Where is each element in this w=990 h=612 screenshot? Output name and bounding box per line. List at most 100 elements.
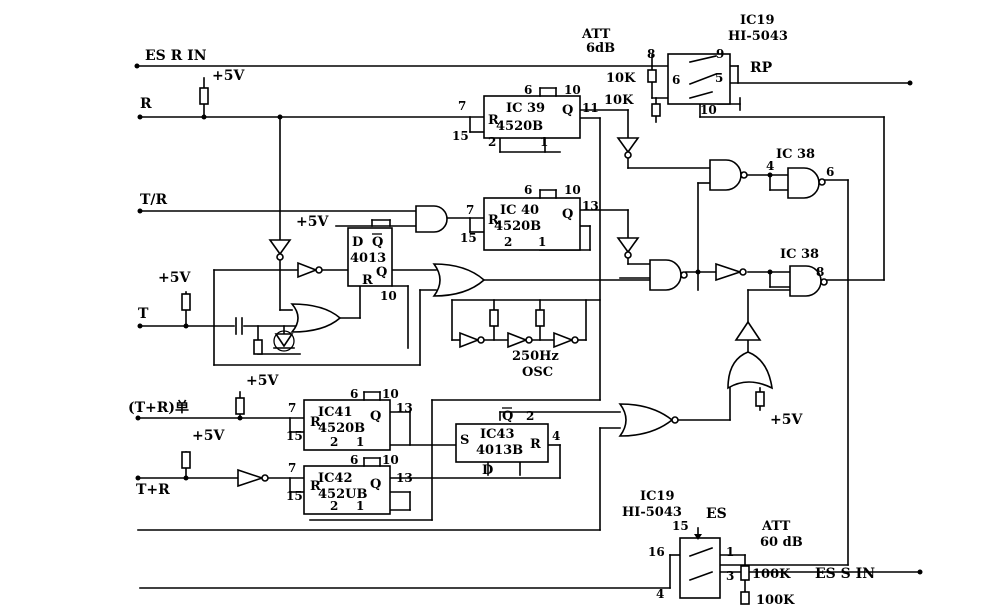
ic39-r: R	[488, 113, 499, 128]
r10k-b: 10K	[604, 93, 634, 108]
junction-dots	[134, 63, 923, 575]
ic40-pin-2: 2	[504, 235, 512, 249]
ic40-r: R	[488, 213, 499, 228]
ic38-pin-8: 8	[816, 265, 824, 279]
pin-9: 9	[716, 47, 724, 61]
label-vcc-4: +5V	[246, 373, 279, 389]
ic42-r: R	[310, 479, 321, 494]
chip-labels: IC19 HI-5043 IC19 HI-5043 IC 39 4520B IC…	[318, 13, 819, 520]
ic39-pin-11: 11	[582, 101, 599, 115]
label-vcc-1: +5V	[212, 68, 245, 84]
component-values: ATT 6dB ATT 60 dB 10K 10K 100K 100K 250H…	[512, 27, 803, 608]
bot-pin-1: 1	[726, 545, 734, 559]
ic43-pin-2: 2	[526, 409, 534, 423]
ic41-pin-13: 13	[396, 401, 413, 415]
chip-boxes	[303, 53, 731, 599]
ff-r: R	[362, 273, 373, 288]
ff-d: D	[352, 235, 363, 250]
label-vcc-5: +5V	[192, 428, 225, 444]
ic39-q: Q	[562, 103, 573, 118]
ic19-top-part: HI-5043	[728, 29, 788, 44]
ic39-pin-1: 1	[540, 135, 548, 149]
osc-name: OSC	[522, 365, 553, 380]
ic41-name: IC41	[318, 405, 353, 420]
bot-pin-4: 4	[656, 587, 664, 601]
ic40-pin-13: 13	[582, 199, 599, 213]
ic38-a-label: IC 38	[776, 147, 815, 162]
label-vcc-6: +5V	[770, 412, 803, 428]
osc-frequency: 250Hz	[512, 349, 559, 364]
att-top-label: ATT	[581, 27, 611, 42]
ic42-name: IC42	[318, 471, 353, 486]
pin-5: 5	[715, 71, 723, 85]
label-es-r-in: ES R IN	[145, 48, 207, 64]
ic39-pin-15: 15	[452, 129, 469, 143]
r100k-a: 100K	[752, 567, 791, 582]
ic41-pin-7: 7	[288, 401, 296, 415]
ic19-top-name: IC19	[740, 13, 775, 28]
ic40-name: IC 40	[500, 203, 539, 218]
ic40-pin-15: 15	[460, 231, 477, 245]
bot-pin-16: 16	[648, 545, 665, 559]
ic39-pin-10: 10	[564, 83, 581, 97]
ic39-pin-6: 6	[524, 83, 532, 97]
ic19-bot-name: IC19	[640, 489, 675, 504]
ic42-pin-7: 7	[288, 461, 296, 475]
ic43-name: IC43	[480, 427, 515, 442]
power-labels: +5V +5V +5V +5V +5V +5V	[158, 68, 803, 444]
label-t-r: T/R	[140, 192, 168, 208]
ic39-pin-2: 2	[488, 135, 496, 149]
ic42-pin-10: 10	[382, 453, 399, 467]
ic43-part: 4013B	[476, 443, 523, 458]
ic41-pin-1: 1	[356, 435, 364, 449]
ic42-pin-13: 13	[396, 471, 413, 485]
ff-qbar: Q	[372, 235, 383, 250]
ff-pin-10: 10	[380, 289, 397, 303]
ic41-pin-15: 15	[286, 429, 303, 443]
ic42-pin-6: 6	[350, 453, 358, 467]
ic40-pin-7: 7	[466, 203, 474, 217]
ic43-r: R	[530, 437, 541, 452]
r100k-b: 100K	[756, 593, 795, 608]
ic43-d: D	[482, 463, 493, 478]
ic42-q: Q	[370, 477, 381, 492]
ic40-part: 4520B	[494, 219, 541, 234]
ic42-part: 452UB	[318, 487, 367, 502]
ic38-b-label: IC 38	[780, 247, 819, 262]
ff-q: Q	[376, 265, 387, 280]
ic41-r: R	[310, 415, 321, 430]
label-r: R	[140, 96, 152, 112]
ic40-pin-10: 10	[564, 183, 581, 197]
ic41-q: Q	[370, 409, 381, 424]
label-vcc-3: +5V	[158, 270, 191, 286]
label-t: T	[138, 306, 149, 322]
ic38-pin-6: 6	[826, 165, 834, 179]
pin-6: 6	[672, 73, 680, 87]
ic40-pin-1: 1	[538, 235, 546, 249]
label-t-plus-r: T+R	[136, 482, 170, 498]
ic41-pin-2: 2	[330, 435, 338, 449]
ic39-name: IC 39	[506, 101, 545, 116]
label-t-plus-r-single: (T+R)单	[128, 399, 189, 416]
ic40-pin-6: 6	[524, 183, 532, 197]
ic42-pin-15: 15	[286, 489, 303, 503]
ic41-pin-6: 6	[350, 387, 358, 401]
ic42-pin-2: 2	[330, 499, 338, 513]
ic38-pin-4: 4	[766, 159, 774, 173]
bot-pin-3: 3	[726, 569, 734, 583]
bot-pin-15: 15	[672, 519, 689, 533]
logic-gates	[237, 137, 828, 488]
resistors	[181, 69, 765, 605]
att-bot-value: 60 dB	[760, 535, 803, 550]
ic39-pin-7: 7	[458, 99, 466, 113]
label-es: ES	[706, 506, 727, 522]
r10k-a: 10K	[606, 71, 636, 86]
switch-contacts	[688, 55, 718, 582]
signal-labels: ES R IN R T/R T (T+R)单 T+R ES S IN ES RP	[128, 48, 875, 582]
pin-numbers: 8 9 6 5 10 6 10 7 11 15 2 1 6 10 7 13 15…	[286, 47, 834, 601]
ic43-pin-4: 4	[552, 429, 560, 443]
ic41-pin-10: 10	[382, 387, 399, 401]
pin-10: 10	[700, 103, 717, 117]
att-top-value: 6dB	[586, 41, 615, 56]
